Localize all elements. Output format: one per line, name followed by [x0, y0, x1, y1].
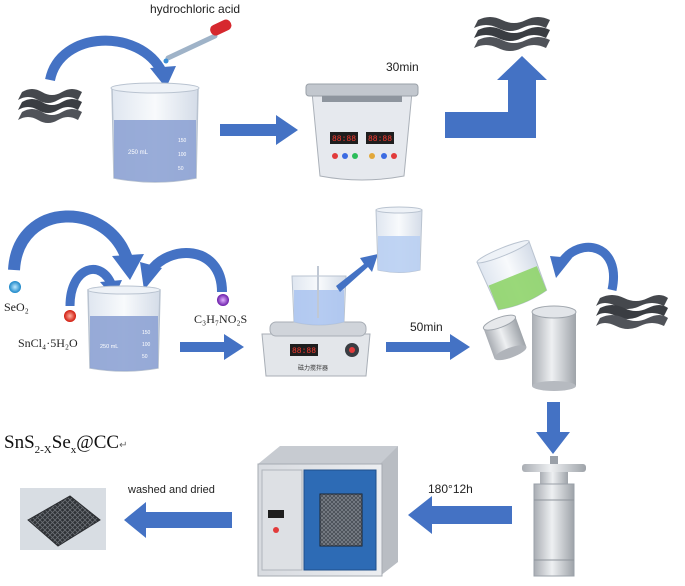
magnetic-stirrer: 88:88 磁力搅拌器 [261, 266, 371, 377]
arrow-stirrer-to-autoclave [386, 334, 470, 360]
drying-oven [257, 446, 398, 577]
conditions-label: 180°12h [428, 482, 473, 496]
svg-text:150: 150 [142, 330, 151, 336]
svg-text:250 mL: 250 mL [128, 150, 149, 156]
sncl4-label: SnCl₄·5H₂O [18, 336, 78, 350]
autoclave-reactor [522, 456, 586, 577]
arrow-autoclave-to-oven [408, 496, 512, 534]
svg-text:100: 100 [142, 342, 151, 348]
carbon-cloth-stack-3 [596, 295, 668, 329]
ultrasonic-cleaner: 88:88 88:88 [305, 83, 419, 181]
hydrochloric-acid-label: hydrochloric acid [150, 2, 241, 16]
product-suffix: @CC [76, 432, 120, 453]
snsse-carbon-cloth-product [20, 488, 106, 550]
cysteine-sphere [217, 294, 229, 306]
cysteine-label: C₃H₇NO₂S [194, 312, 248, 326]
arrow-beaker-to-stirrer [180, 334, 244, 360]
carbon-cloth-stack-1 [18, 89, 82, 123]
time-30min-label: 30min [386, 60, 419, 74]
product-sub2: x [70, 443, 77, 456]
curved-arrow-sncl4 [65, 265, 117, 307]
beaker-2: 250 mL 150 100 50 [87, 285, 161, 372]
carbon-cloth-stack-2 [474, 17, 550, 51]
arrow-liner-to-autoclave [536, 402, 570, 454]
beaker-1: 250 mL 150 100 50 [110, 82, 200, 183]
curved-arrow-seo2 [8, 210, 134, 271]
seo2-sphere [9, 281, 21, 293]
product-formula-label: SnS2-XSex@CC↵ [4, 432, 127, 456]
product-prefix: SnS [4, 432, 35, 453]
curved-arrow-cloth-to-liner [558, 242, 618, 291]
teflon-liner [482, 305, 577, 391]
seo2-label: SeO₂ [4, 300, 29, 314]
curved-arrow-liner-head [550, 256, 572, 278]
svg-text:50: 50 [178, 166, 184, 172]
svg-text:50: 50 [142, 354, 148, 360]
arrow-to-clear-beaker [336, 254, 378, 292]
washed-dried-label: washed and dried [128, 484, 215, 496]
arrow-beaker-to-ultrasonic [220, 115, 298, 145]
arrow-oven-to-product [124, 502, 232, 538]
svg-text:88:88: 88:88 [292, 347, 316, 356]
curved-arrow-cysteine-head [140, 262, 162, 290]
sncl4-sphere [64, 310, 76, 322]
curved-arrow-head [150, 66, 176, 88]
svg-text:88:88: 88:88 [368, 135, 392, 144]
time-50min-label: 50min [410, 320, 443, 334]
product-mark: ↵ [119, 440, 128, 451]
curved-arrow-seo2-head [112, 254, 144, 280]
arrow-ultrasonic-up-right [445, 56, 547, 138]
product-sub1: 2-X [34, 443, 52, 456]
curved-arrow-cloth-to-beaker [45, 35, 167, 82]
svg-text:250 mL: 250 mL [100, 344, 118, 350]
beaker-3 [375, 206, 423, 273]
product-mid: Se [51, 432, 71, 453]
green-solution-beaker [476, 240, 548, 311]
svg-text:88:88: 88:88 [332, 135, 356, 144]
svg-text:150: 150 [178, 138, 187, 144]
dropper-pipette-icon [163, 19, 232, 64]
curved-arrow-cysteine [145, 248, 227, 293]
svg-text:100: 100 [178, 152, 187, 158]
svg-text:磁力搅拌器: 磁力搅拌器 [298, 364, 328, 372]
